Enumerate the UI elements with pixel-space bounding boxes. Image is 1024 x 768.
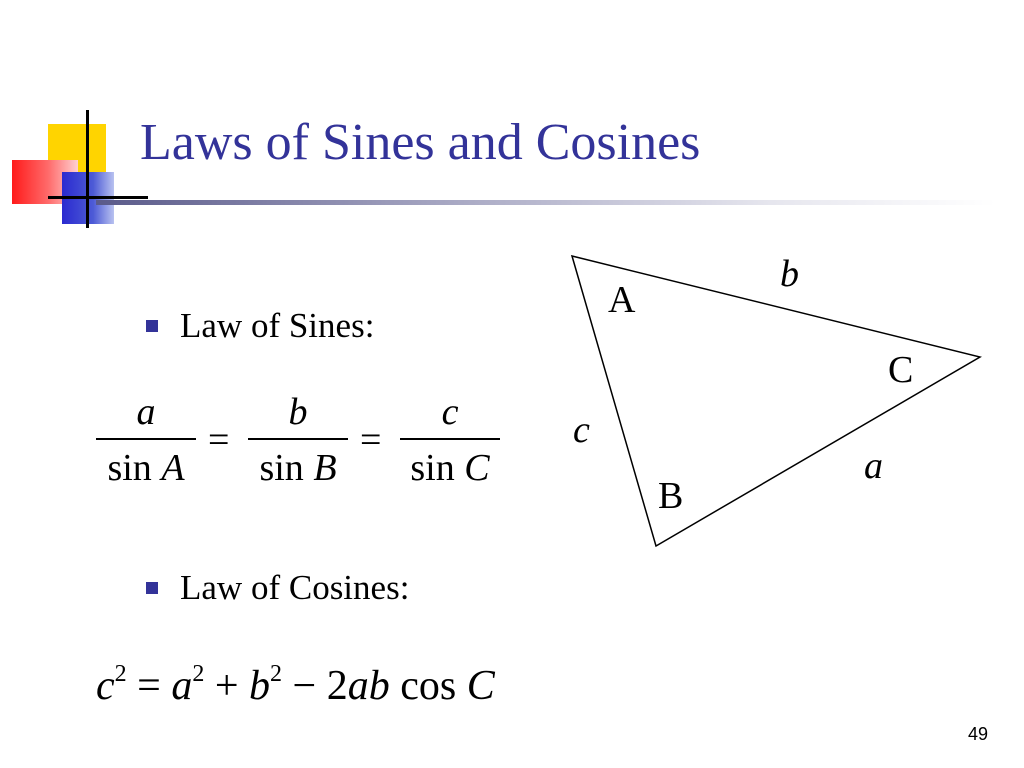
bullet-law-of-sines: Law of Sines: <box>146 306 374 346</box>
slide-logo-decoration <box>0 100 150 230</box>
equals-sign: = <box>208 419 230 461</box>
fraction-bar <box>248 438 348 440</box>
logo-vertical-line <box>86 110 89 228</box>
function-name: sin <box>259 447 304 489</box>
variable: ab <box>347 663 390 709</box>
variable: c <box>96 663 115 709</box>
angle-symbol: C <box>464 447 490 489</box>
denominator: sin B <box>248 448 348 488</box>
function-name: sin <box>107 447 152 489</box>
bullet-text: Law of Cosines: <box>180 568 410 607</box>
bullet-law-of-cosines: Law of Cosines: <box>146 568 409 608</box>
fraction-bar <box>400 438 500 440</box>
side-label-b: b <box>780 253 799 295</box>
operator: = <box>137 663 161 709</box>
equals-sign: = <box>360 419 382 461</box>
fraction-bar <box>96 438 196 440</box>
function-name: cos <box>400 663 457 709</box>
bullet-marker-icon <box>146 320 158 332</box>
angle-symbol: C <box>466 663 495 709</box>
logo-horizontal-line <box>48 196 148 199</box>
bullet-text: Law of Sines: <box>180 306 375 345</box>
triangle-shape <box>570 254 982 548</box>
law-of-cosines-formula: c2 = a2 + b2 − 2ab cos C <box>96 661 495 709</box>
exponent: 2 <box>270 661 283 687</box>
fraction-c: c sin C <box>400 392 500 502</box>
angle-symbol: A <box>161 447 185 489</box>
function-name: sin <box>410 447 455 489</box>
slide-title: Laws of Sines and Cosines <box>140 114 701 171</box>
variable: a <box>171 663 193 709</box>
fraction-b: b sin B <box>248 392 348 502</box>
exponent: 2 <box>114 661 127 687</box>
vertex-label-b: B <box>658 475 684 517</box>
vertex-label-a: A <box>608 279 636 321</box>
page-number: 49 <box>968 724 989 744</box>
numerator: b <box>288 391 308 433</box>
numerator: a <box>136 391 156 433</box>
coefficient: 2 <box>326 663 348 709</box>
exponent: 2 <box>192 661 205 687</box>
operator: − <box>292 663 317 709</box>
bullet-marker-icon <box>146 582 158 594</box>
variable: b <box>249 663 271 709</box>
denominator: sin C <box>400 448 500 488</box>
side-label-c: c <box>573 409 590 451</box>
fraction-a: a sin A <box>96 392 196 502</box>
angle-symbol: B <box>313 447 337 489</box>
numerator: c <box>441 391 459 433</box>
title-underline <box>96 200 996 205</box>
operator: + <box>214 663 239 709</box>
vertex-label-c: C <box>888 349 914 391</box>
denominator: sin A <box>96 448 196 488</box>
side-label-a: a <box>864 445 883 487</box>
